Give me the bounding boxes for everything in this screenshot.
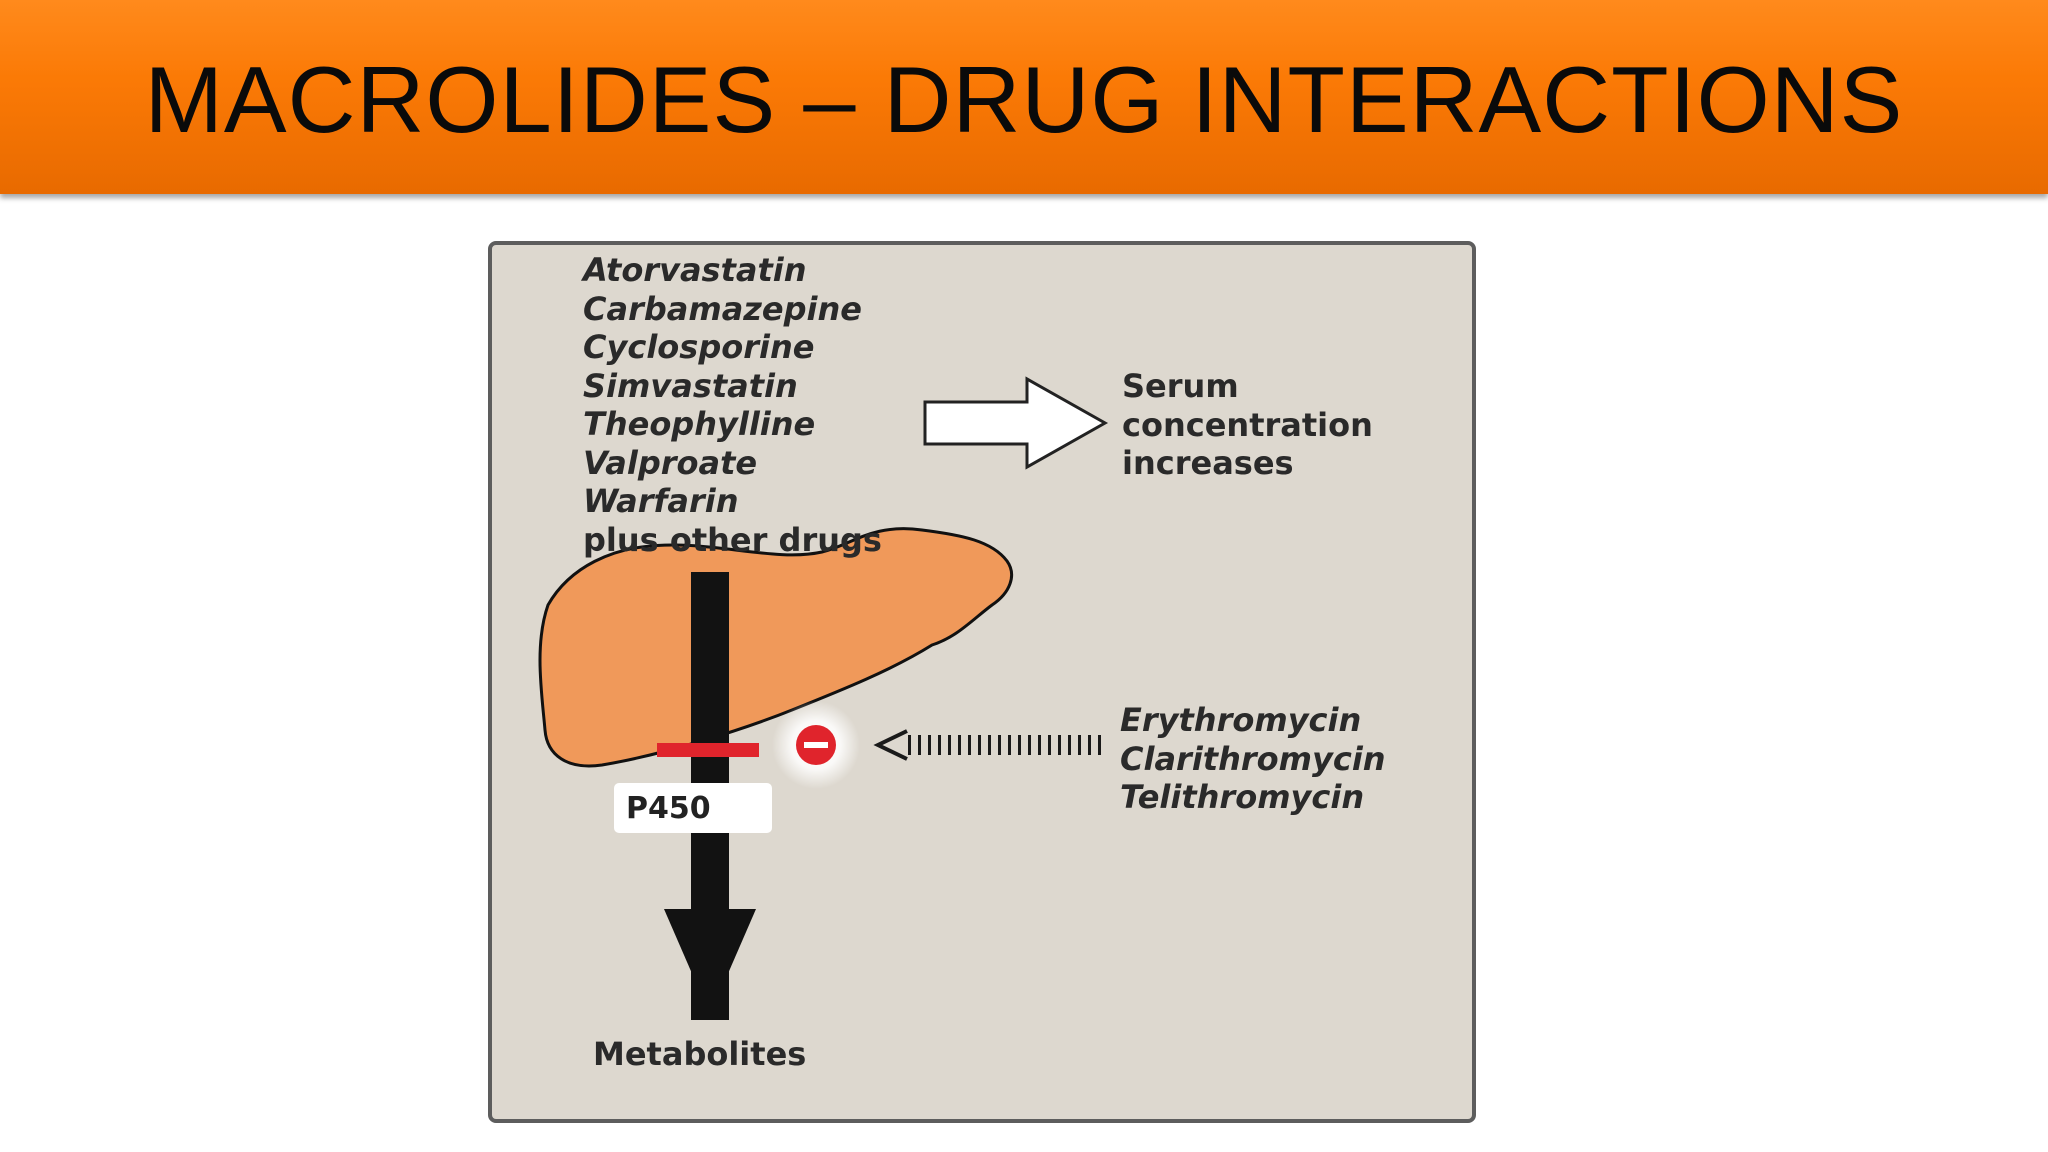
metabolites-label: Metabolites: [593, 1035, 807, 1073]
diagram-graphics: [538, 376, 1109, 1020]
inhibitor-item: Telithromycin: [1120, 778, 1365, 816]
drug-item: Theophylline: [583, 405, 816, 443]
slide-header: MACROLIDES – DRUG INTERACTIONS: [0, 0, 2048, 194]
drug-item: Simvastatin: [583, 366, 798, 405]
inhibitor-item: Erythromycin: [1120, 701, 1362, 739]
slide-title: MACROLIDES – DRUG INTERACTIONS: [144, 47, 1904, 152]
drug-item: Warfarin: [583, 482, 739, 520]
inhibitor-item: Clarithromycin: [1120, 739, 1386, 778]
drug-item: Atorvastatin: [583, 251, 807, 289]
drug-item: Carbamazepine: [583, 289, 862, 328]
inhibitor-list: Erythromycin Clarithromycin Telithromyci…: [1120, 701, 1386, 817]
down-arrow-head: [664, 909, 756, 1015]
drug-item-extra: plus other drugs: [583, 520, 882, 559]
inhibition-arrowhead: [873, 729, 908, 761]
effect-label: Serum concentration increases: [1122, 367, 1373, 482]
inhibition-bar: [657, 743, 759, 757]
enzyme-label: P450: [614, 783, 772, 833]
drug-item: Valproate: [583, 443, 758, 482]
minus-circle-icon: [796, 725, 836, 765]
liver-shape: [538, 527, 1013, 768]
increase-arrow: [923, 376, 1109, 470]
drug-item: Cyclosporine: [583, 328, 815, 366]
affected-drugs-list: Atorvastatin Carbamazepine Cyclosporine …: [583, 251, 882, 559]
diagram-panel: Atorvastatin Carbamazepine Cyclosporine …: [488, 241, 1476, 1123]
